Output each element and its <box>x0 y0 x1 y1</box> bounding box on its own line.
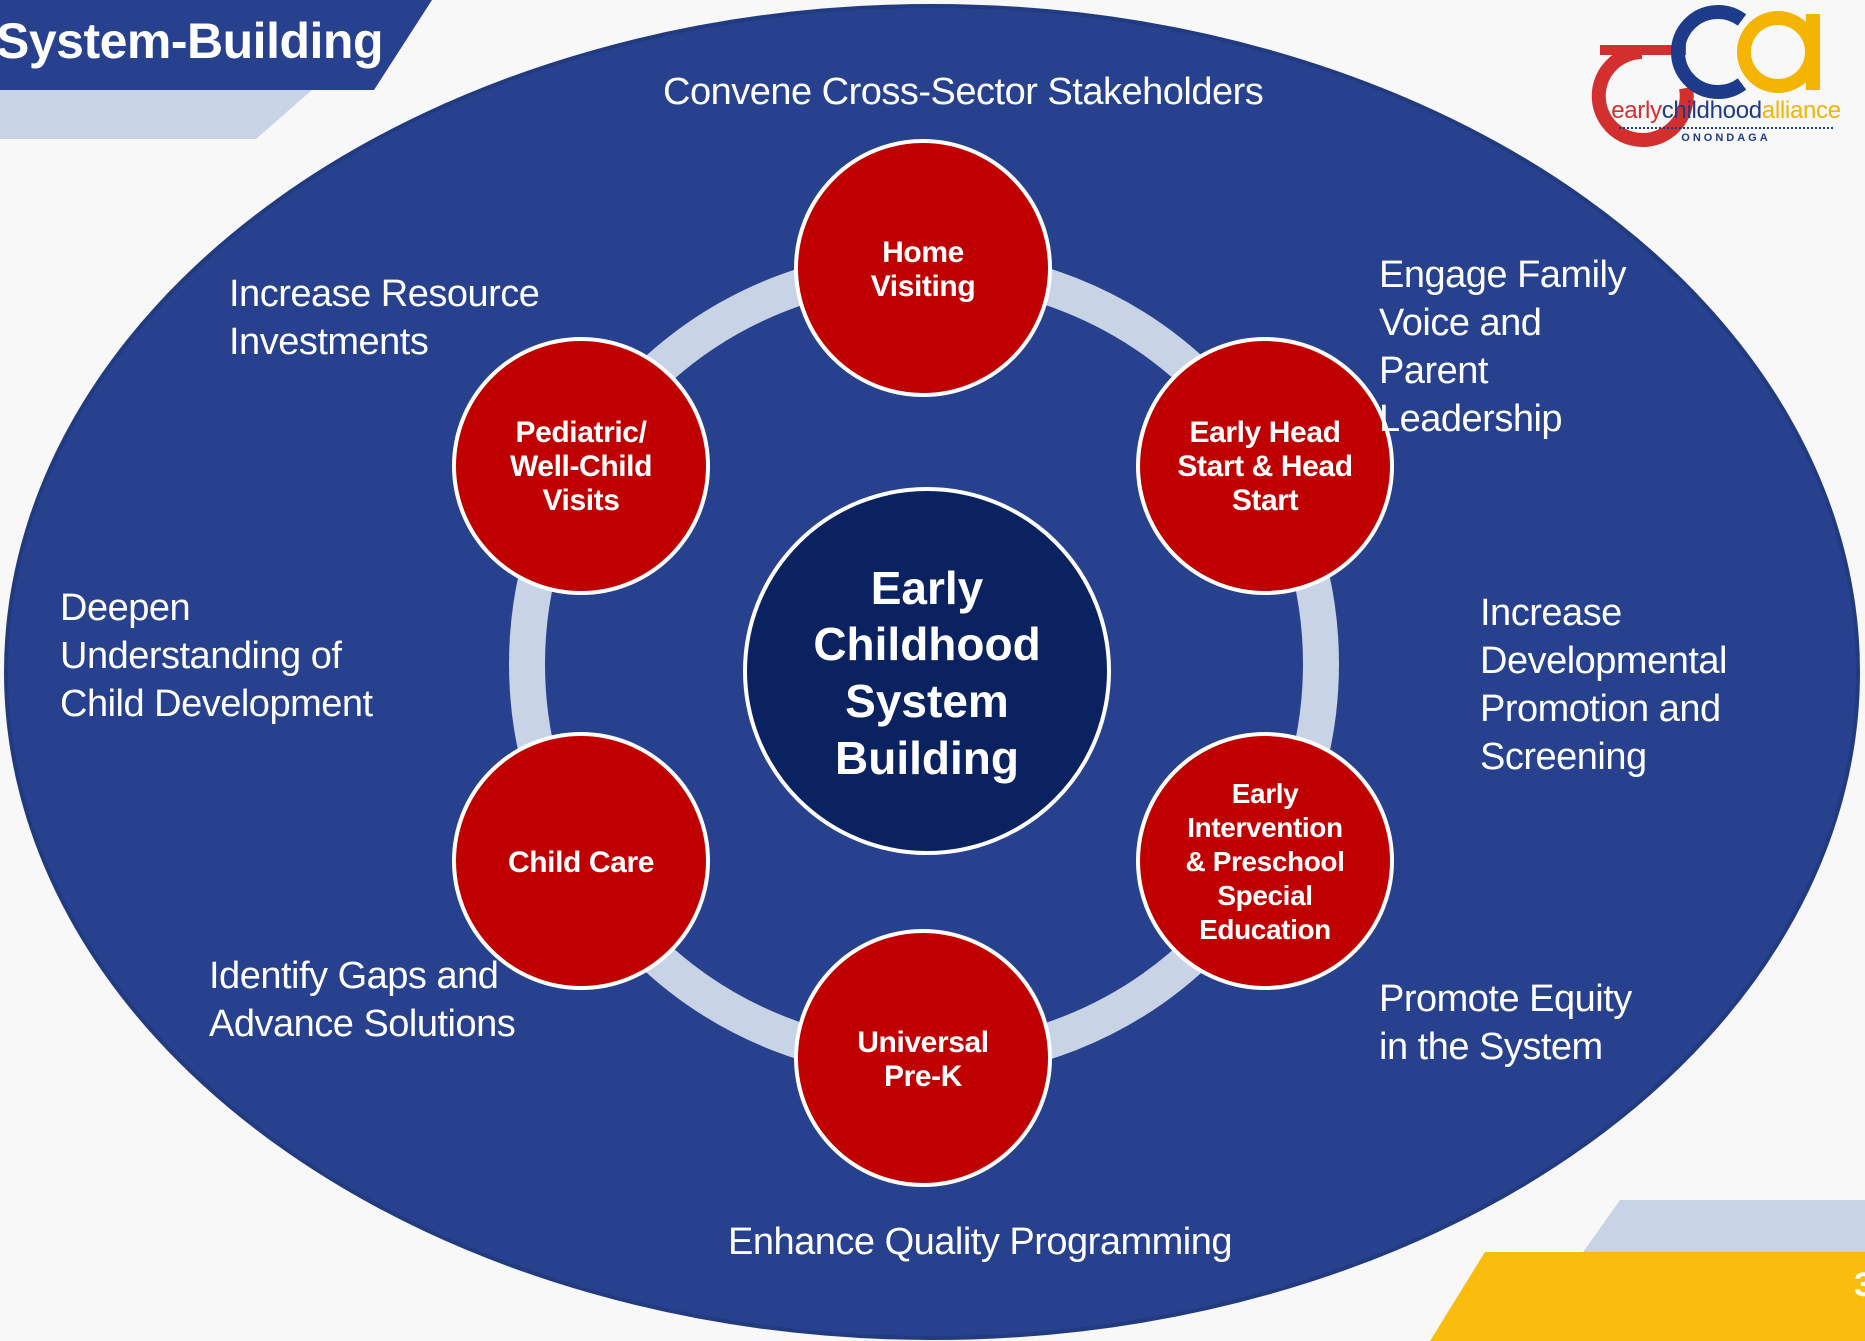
node-early-intervention-circle <box>1136 732 1394 990</box>
node-pediatric-circle <box>452 337 710 595</box>
node-early-head-start-line-1: Early Head <box>1189 416 1340 449</box>
page-number: 3 <box>1854 1266 1865 1304</box>
node-home-visiting-circle <box>794 139 1052 397</box>
strategy-convene: Convene Cross-Sector Stakeholders <box>663 71 1264 113</box>
node-universal-prek-line-1: Universal <box>857 1026 988 1059</box>
node-early-intervention-line-2: Intervention <box>1187 812 1342 843</box>
node-early-intervention-line-5: Education <box>1199 914 1331 945</box>
node-early-intervention: Early Intervention & Preschool Special E… <box>1136 732 1394 990</box>
center-line-2: Childhood <box>813 618 1040 670</box>
strategy-resources: Increase Resource Investments <box>229 273 540 363</box>
corner-accent-yellow <box>1430 1252 1865 1341</box>
strategy-equity: Promote Equity in the System <box>1379 978 1632 1068</box>
strategy-gaps: Identify Gaps and Advance Solutions <box>209 955 516 1045</box>
logo: earlychildhoodalliance ONONDAGA <box>1601 0 1851 150</box>
logo-word-childhood: childhood <box>1661 97 1762 124</box>
strategy-quality: Enhance Quality Programming <box>728 1221 1232 1263</box>
logo-wordmark: earlychildhoodalliance <box>1601 97 1851 125</box>
node-pediatric: Pediatric/ Well-Child Visits <box>452 337 710 595</box>
node-child-care: Child Care <box>452 732 710 990</box>
center-circle <box>743 487 1111 855</box>
node-early-head-start-line-3: Start <box>1232 484 1299 517</box>
strategy-engage: Engage Family Voice and Parent Leadershi… <box>1379 254 1626 440</box>
node-universal-prek: Universal Pre-K <box>794 929 1052 1187</box>
node-home-visiting-line-1: Home <box>882 236 964 269</box>
node-universal-prek-line-2: Pre-K <box>884 1060 963 1093</box>
node-universal-prek-circle <box>794 929 1052 1187</box>
logo-divider <box>1619 127 1833 129</box>
center-line-3: System <box>845 675 1009 727</box>
node-early-intervention-line-3: & Preschool <box>1186 846 1345 877</box>
node-early-head-start-circle <box>1136 337 1394 595</box>
logo-subtitle: ONONDAGA <box>1681 132 1771 144</box>
center-label: Early Childhood System Building <box>813 562 1040 784</box>
center-line-1: Early <box>871 562 984 614</box>
center-line-4: Building <box>835 732 1019 784</box>
logo-monogram <box>1591 5 1820 147</box>
node-early-head-start-line-2: Start & Head <box>1177 450 1352 483</box>
slide-title: System-Building <box>0 13 383 69</box>
node-pediatric-line-2: Well-Child <box>510 450 652 483</box>
title-banner-shadow <box>0 90 312 139</box>
node-early-intervention-line-4: Special <box>1217 880 1312 911</box>
node-home-visiting-line-2: Visiting <box>871 270 976 303</box>
logo-word-alliance: alliance <box>1761 97 1841 124</box>
node-home-visiting: Home Visiting <box>794 139 1052 397</box>
node-child-care-line-1: Child Care <box>508 846 654 879</box>
title-banner <box>0 0 432 90</box>
logo-word-early: early <box>1611 97 1662 124</box>
node-pediatric-line-1: Pediatric/ <box>515 416 647 449</box>
strategy-developmental: Increase Developmental Promotion and Scr… <box>1480 592 1727 778</box>
node-child-care-circle <box>452 732 710 990</box>
node-early-intervention-line-1: Early <box>1232 778 1299 809</box>
node-pediatric-line-3: Visits <box>542 484 619 517</box>
node-early-head-start: Early Head Start & Head Start <box>1136 337 1394 595</box>
strategy-understanding: Deepen Understanding of Child Developmen… <box>60 587 373 725</box>
